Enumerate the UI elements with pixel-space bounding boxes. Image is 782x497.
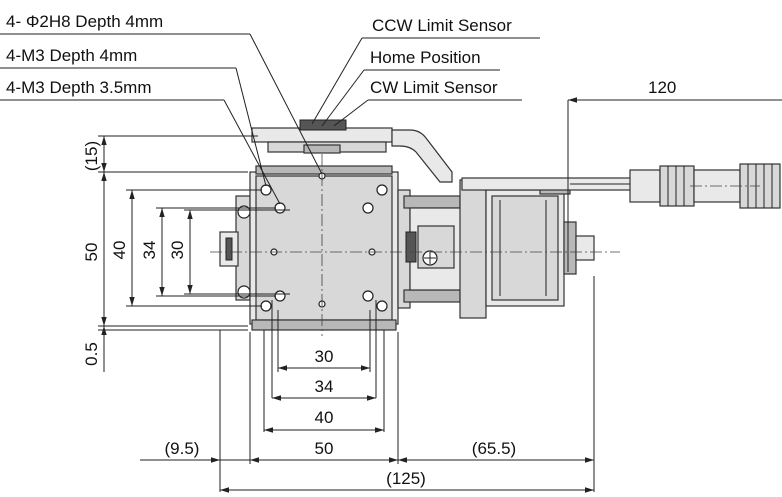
dim-top-offset: (15) <box>82 141 101 171</box>
dimension-labels: 120 (15) 50 40 34 30 0.5 30 34 40 50 (9.… <box>82 78 676 488</box>
dim-bottom-offset: 0.5 <box>82 342 101 366</box>
dim-height-30: 30 <box>168 241 187 260</box>
callout-labels: 4- Φ2H8 Depth 4mm 4-M3 Depth 4mm 4-M3 De… <box>6 12 512 97</box>
stage-holes <box>260 172 388 312</box>
dim-overall: (125) <box>386 469 426 488</box>
dimension-lines <box>98 97 782 493</box>
callout-ccw-sensor: CCW Limit Sensor <box>372 16 512 35</box>
dim-width-40: 40 <box>315 408 334 427</box>
callout-m3-3-5mm: 4-M3 Depth 3.5mm <box>6 78 152 97</box>
callout-leaders <box>0 33 540 205</box>
dim-height-34: 34 <box>140 241 159 260</box>
dim-width-30: 30 <box>315 347 334 366</box>
callout-cw-sensor: CW Limit Sensor <box>370 78 498 97</box>
center-lines <box>210 154 760 336</box>
callout-pin-holes: 4- Φ2H8 Depth 4mm <box>6 12 163 31</box>
dim-width-34: 34 <box>315 377 334 396</box>
dim-height-50: 50 <box>82 243 101 262</box>
dim-width-50: 50 <box>315 439 334 458</box>
callout-home-position: Home Position <box>370 48 481 67</box>
dim-left-offset: (9.5) <box>165 439 200 458</box>
dim-right-offset: (65.5) <box>472 439 516 458</box>
stage-body <box>219 119 781 331</box>
dim-cable-length: 120 <box>648 78 676 97</box>
dim-height-40: 40 <box>110 241 129 260</box>
callout-m3-4mm: 4-M3 Depth 4mm <box>6 46 137 65</box>
